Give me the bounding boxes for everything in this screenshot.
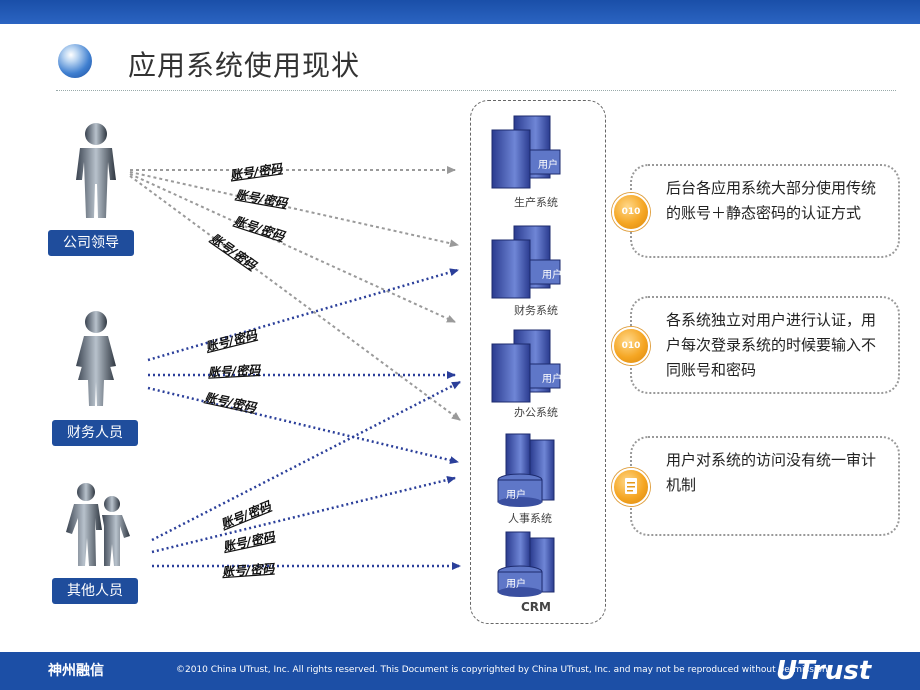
system-label-crm: CRM <box>521 600 551 614</box>
footer-logo: 神州融信 <box>48 663 104 679</box>
role-badge-finance: 财务人员 <box>52 420 138 446</box>
document-icon <box>612 468 650 506</box>
credential-label-2: 账号/密码 <box>233 187 289 210</box>
footer-bar: 神州融信 ©2010 China UTrust, Inc. All rights… <box>0 652 920 690</box>
system-tag: 用户 <box>506 490 526 501</box>
role-badge-leader: 公司领导 <box>48 230 134 256</box>
credential-label-7: 账号/密码 <box>202 390 258 415</box>
note-text-2: 各系统独立对用户进行认证，用户每次登录系统的时候要输入不同账号和密码 <box>666 311 877 379</box>
arrow-leader-office <box>129 173 456 323</box>
finance-server-icon <box>491 225 561 299</box>
system-label-finance: 财务系统 <box>514 304 558 317</box>
arrow-leader-hr <box>129 175 461 421</box>
systems-container <box>470 100 606 624</box>
top-banner <box>0 0 920 24</box>
footer-copyright: ©2010 China UTrust, Inc. All rights rese… <box>176 665 831 675</box>
note-box-3: 用户对系统的访问没有统一审计机制 <box>612 436 900 536</box>
note-text-3: 用户对系统的访问没有统一审计机制 <box>666 451 877 494</box>
crm-server-icon <box>497 531 555 597</box>
credential-label-6: 账号/密码 <box>207 363 262 380</box>
credential-label-9: 账号/密码 <box>221 529 277 554</box>
arrow-others-office <box>151 380 461 542</box>
arrow-others-hr <box>151 476 456 554</box>
other-people-icon <box>66 483 130 566</box>
leader-person-icon <box>76 123 116 218</box>
production-server-icon <box>491 115 561 189</box>
credential-label-8: 账号/密码 <box>218 498 274 531</box>
page-title: 应用系统使用现状 <box>128 49 361 82</box>
badge-icon: 010 <box>612 193 650 231</box>
system-label-hr: 人事系统 <box>508 512 552 525</box>
note-box-1: 010 后台各应用系统大部分使用传统的账号＋静态密码的认证方式 <box>612 164 900 258</box>
title-bullet-icon <box>58 44 92 78</box>
title-divider <box>56 90 896 92</box>
arrow-leader-finance <box>129 171 459 248</box>
arrow-finance-hr <box>147 386 459 465</box>
system-label-office: 办公系统 <box>514 406 558 419</box>
note-text-1: 后台各应用系统大部分使用传统的账号＋静态密码的认证方式 <box>666 179 877 222</box>
arrow-finance-finance <box>147 268 459 362</box>
note-box-2: 010 各系统独立对用户进行认证，用户每次登录系统的时候要输入不同账号和密码 <box>612 296 900 394</box>
office-server-icon <box>491 329 561 403</box>
badge-icon: 010 <box>612 327 650 365</box>
credential-label-1: 账号/密码 <box>228 161 284 182</box>
credential-label-3: 账号/密码 <box>231 214 287 244</box>
credential-label-5: 账号/密码 <box>203 328 259 355</box>
system-tag: 用户 <box>542 270 562 281</box>
system-tag: 用户 <box>506 579 526 590</box>
system-label-production: 生产系统 <box>514 196 558 209</box>
credential-label-10: 账号/密码 <box>221 561 276 579</box>
footer-brand: UTrust <box>776 656 872 686</box>
system-tag: 用户 <box>538 160 558 171</box>
hr-server-icon <box>497 433 555 507</box>
system-tag: 用户 <box>542 374 562 385</box>
finance-person-icon <box>76 311 116 406</box>
credential-label-4: 账号/密码 <box>207 230 260 273</box>
role-badge-others: 其他人员 <box>52 578 138 604</box>
